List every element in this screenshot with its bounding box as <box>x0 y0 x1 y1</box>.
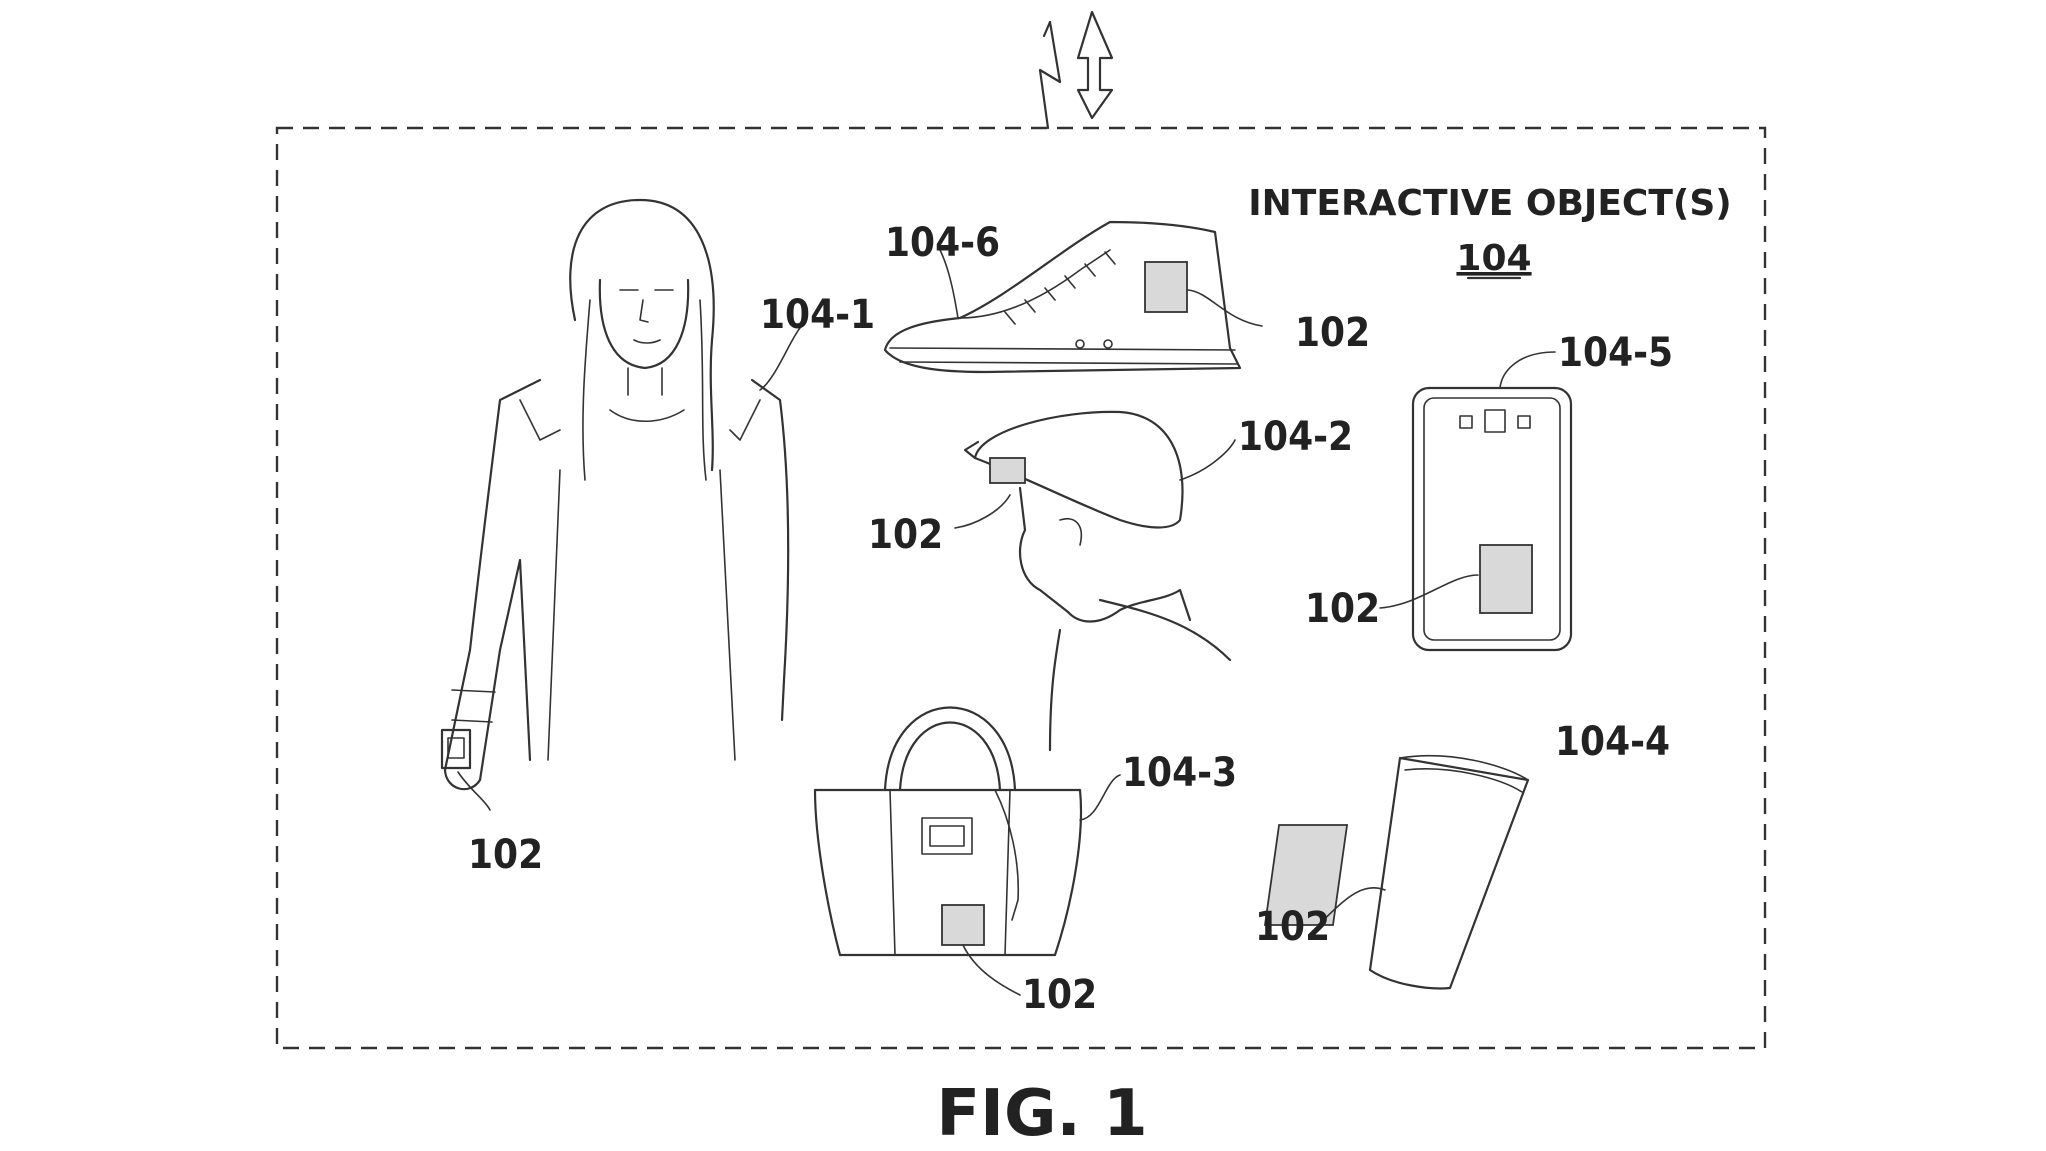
wireless-signal-icon <box>1038 20 1062 130</box>
jacket-patch-label: 102 <box>468 832 543 878</box>
phone-illustration <box>1379 351 1573 652</box>
system-boundary <box>275 126 1767 1050</box>
cap-patch-label: 102 <box>868 512 943 558</box>
shoe-illustration <box>883 220 1263 374</box>
cup-ref-label: 104-4 <box>1555 719 1670 765</box>
cup-grid-patch <box>1263 824 1349 926</box>
cap-ref-label: 104-2 <box>1238 414 1353 460</box>
heading-ref: 104 <box>1456 238 1531 279</box>
bag-ref-label: 104-3 <box>1122 750 1237 796</box>
cap-wearer-illustration <box>954 410 1236 752</box>
jacket-ref-label: 104-1 <box>760 292 875 338</box>
figure-caption: FIG. 1 <box>936 1077 1147 1151</box>
jacket-wearer-illustration <box>440 198 801 811</box>
phone-ref-label: 104-5 <box>1558 330 1673 376</box>
bag-illustration <box>813 706 1121 996</box>
cup-patch-label: 102 <box>1255 904 1330 950</box>
bag-patch-label: 102 <box>1022 972 1097 1018</box>
shoe-patch-label: 102 <box>1295 310 1370 356</box>
cup-illustration <box>1263 755 1530 990</box>
heading-title: INTERACTIVE OBJECT(S) <box>1248 183 1731 224</box>
shoe-ref-label: 104-6 <box>885 220 1000 266</box>
phone-patch-label: 102 <box>1305 586 1380 632</box>
bidirectional-arrow-icon <box>1076 10 1114 120</box>
